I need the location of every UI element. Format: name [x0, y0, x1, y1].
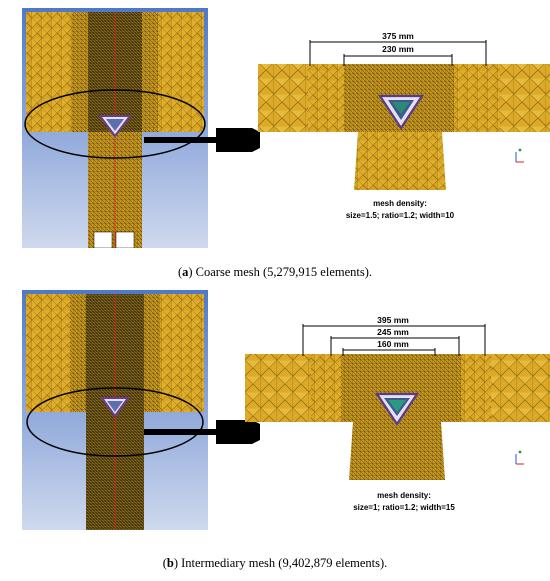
axis-triad-icon — [515, 148, 524, 163]
mesh-density-title: mesh density: — [377, 491, 431, 500]
dimension-label-inner: 160 mm — [377, 339, 409, 349]
dimension-label-inner: 230 mm — [382, 44, 414, 54]
mesh-density-values: size=1.5; ratio=1.2; width=10 — [345, 211, 455, 220]
caption-text: Coarse mesh (5,279,915 elements). — [195, 265, 373, 279]
panel-a: 375 mm 230 mm mesh density: size=1.5; ra… — [0, 0, 550, 290]
caption-text: Intermediary mesh (9,402,879 elements). — [181, 556, 388, 570]
zoom-arrow — [144, 420, 260, 444]
caption-b: (b) Intermediary mesh (9,402,879 element… — [162, 556, 388, 570]
mesh-density-values: size=1; ratio=1.2; width=15 — [353, 503, 455, 512]
dimension-label-outer: 375 mm — [382, 31, 414, 41]
caption-letter: a — [182, 265, 189, 279]
caption-a: (a) Coarse mesh (5,279,915 elements). — [177, 265, 373, 279]
dimension-label-outer: 395 mm — [377, 315, 409, 325]
caption-letter: b — [166, 556, 174, 570]
mesh-density-title: mesh density: — [373, 199, 427, 208]
panel-b: 395 mm 245 mm 160 mm mesh density: size=… — [0, 290, 550, 581]
dimension-label-middle: 245 mm — [377, 327, 409, 337]
coarse-mesh-overview — [22, 8, 208, 248]
coarse-mesh-zoom: 375 mm 230 mm — [258, 31, 550, 190]
mesh-density-note: mesh density: size=1.5; ratio=1.2; width… — [310, 198, 490, 222]
axis-triad-icon — [515, 450, 524, 465]
intermediary-mesh-zoom: 395 mm 245 mm 160 mm — [245, 315, 550, 480]
intermediary-mesh-overview — [22, 290, 208, 530]
zoom-arrow — [144, 128, 260, 152]
mesh-density-note: mesh density: size=1; ratio=1.2; width=1… — [314, 490, 494, 514]
